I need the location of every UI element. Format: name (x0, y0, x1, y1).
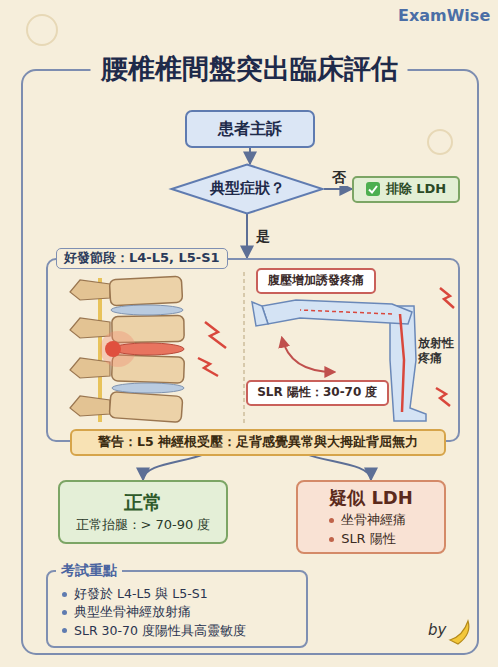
pain-bolt (205, 322, 226, 348)
key-points-box: 好發於 L4-L5 與 L5-S1 典型坐骨神經放射痛 SLR 30-70 度陽性具… (46, 570, 308, 648)
bullet-row: SLR 陽性 (329, 531, 396, 548)
raised-leg (262, 300, 412, 324)
outer-frame (22, 70, 478, 654)
bullet-text: 坐骨神經痛 (341, 512, 406, 529)
process (70, 358, 110, 378)
node-text: 患者主訴 (218, 119, 282, 140)
sciatic-nerve (300, 310, 392, 314)
brand-label: ExamWise (398, 6, 490, 26)
bullet-dot (329, 537, 334, 542)
node-content: 疑似 LDH 坐骨神經痛 SLR 陽性 (329, 486, 413, 547)
disc (111, 305, 183, 315)
bullet-dot (329, 518, 334, 523)
bullet-text: SLR 30-70 度陽性具高靈敏度 (74, 623, 246, 639)
node-content: 排除 LDH (366, 181, 446, 198)
check-icon-box (366, 182, 380, 196)
node-content: 正常正常抬腿：> 70-90 度 (76, 490, 211, 534)
flow-arrow (324, 188, 352, 190)
bullet-text: SLR 陽性 (341, 531, 396, 548)
flow-arrow (246, 214, 248, 258)
edge-label: 是 (255, 227, 271, 245)
vertebra (109, 276, 182, 306)
bullet-row: 好發於 L4-L5 與 L5-S1 (62, 586, 208, 602)
bullet-row: 典型坐骨神經放射痛 (62, 604, 191, 620)
node-text: 正常 (124, 490, 162, 515)
sciatic-nerve (400, 314, 404, 412)
spine-drawing (70, 276, 226, 422)
diagram-title: 腰椎椎間盤突出臨床評估 (91, 51, 408, 87)
bullet-dot (62, 628, 67, 633)
trigger-callout: 腹壓增加誘發疼痛 (256, 268, 376, 294)
node-text: 警告：L5 神經根受壓：足背感覺異常與大拇趾背屈無力 (98, 434, 418, 450)
bullet-dot (62, 592, 67, 597)
bullet-text: 好發於 L4-L5 與 L5-S1 (74, 586, 208, 602)
pain-bolt (436, 388, 450, 406)
exclude-box: 排除 LDH (352, 176, 460, 203)
herniation-bulge (105, 341, 121, 357)
region-panel: 好發節段：L4-L5, L5-S1腹壓增加誘發疼痛SLR 陽性：30-70 度警… (46, 258, 460, 442)
paper-stains (27, 15, 452, 154)
process (70, 318, 110, 338)
suspect-box: 疑似 LDH 坐骨神經痛 SLR 陽性 (296, 480, 446, 554)
decision-diamond: 典型症狀？ (170, 164, 324, 214)
process (70, 280, 110, 300)
coffee-stain (27, 15, 57, 45)
node-content: 警告：L5 神經根受壓：足背感覺異常與大拇趾背屈無力 (98, 434, 418, 450)
banana-shape (450, 621, 469, 644)
vertebra (109, 392, 183, 423)
byline: by (428, 621, 446, 640)
node-content: 典型症狀？ (210, 179, 285, 199)
node-text: 腹壓增加誘發疼痛 (268, 273, 364, 289)
pain-bolt (198, 358, 218, 376)
bullet-text: 典型坐骨神經放射痛 (74, 604, 191, 620)
check-icon (366, 182, 380, 196)
check-icon-tick (369, 186, 377, 193)
node-content: 好發於 L4-L5 與 L5-S1 典型坐骨神經放射痛 SLR 30-70 度陽性具… (62, 586, 246, 639)
bullet-row: 坐骨神經痛 (329, 512, 406, 529)
node-text: 排除 LDH (386, 181, 446, 198)
node-heading: 好發節段：L4-L5, L5-S1 (56, 248, 228, 269)
diamond-shape (172, 165, 323, 214)
banana-icon (450, 621, 469, 644)
warning-band: 警告：L5 神經根受壓：足背感覺異常與大拇趾背屈無力 (70, 429, 446, 456)
herniated-disc (112, 343, 184, 355)
pain-bolt (440, 288, 454, 308)
raised-foot (252, 302, 268, 326)
start-box: 患者主訴 (185, 110, 315, 148)
normal-box: 正常正常抬腿：> 70-90 度 (58, 480, 228, 544)
slr-callout: SLR 陽性：30-70 度 (246, 380, 389, 406)
node-content: 患者主訴 (218, 119, 282, 140)
panel-divider (243, 272, 245, 424)
node-content: 腹壓增加誘發疼痛 (268, 273, 364, 289)
disc (112, 383, 184, 393)
node-content: SLR 陽性：30-70 度 (257, 385, 377, 401)
node-body: 正常抬腿：> 70-90 度 (76, 517, 211, 534)
flow-arrow (249, 148, 251, 164)
coffee-stain (428, 130, 452, 154)
node-text: SLR 陽性：30-70 度 (257, 385, 377, 401)
process (70, 396, 110, 416)
edge-label: 否 (331, 168, 347, 186)
raise-arc-arrow (282, 338, 334, 372)
bullet-dot (62, 610, 67, 615)
node-text: 典型症狀？ (210, 179, 285, 199)
node-text: 疑似 LDH (329, 486, 413, 509)
node-heading: 考試重點 (56, 561, 122, 579)
bullet-row: SLR 30-70 度陽性具高靈敏度 (62, 623, 246, 639)
pain-label: 放射性疼痛 (418, 336, 456, 366)
